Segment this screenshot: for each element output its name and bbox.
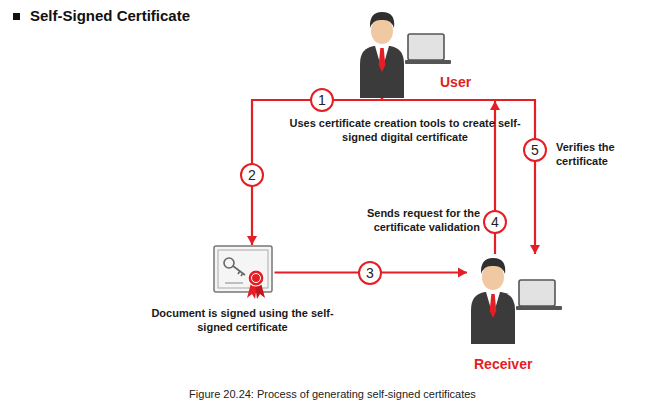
person-icon: [357, 8, 407, 98]
arrow-head: [490, 101, 500, 110]
person-icon: [468, 254, 518, 344]
arrow-head: [458, 268, 467, 278]
laptop-icon: [516, 278, 562, 318]
step-description: Verifies the certificate: [556, 140, 656, 168]
title-heading: Self-Signed Certificate: [30, 7, 190, 24]
arrow-head: [247, 236, 257, 245]
certificate-node: Document is signed using the self-signed…: [140, 240, 347, 352]
role-label: User: [440, 74, 471, 90]
arrow-head: [530, 245, 540, 254]
callout-number: 5: [523, 138, 547, 162]
figure-caption: Figure 20.24: Process of generating self…: [0, 388, 665, 400]
role-label: Receiver: [474, 356, 532, 372]
title-bullet: [13, 13, 20, 20]
person-node: Receiver: [462, 250, 580, 378]
laptop-icon: [405, 32, 451, 72]
callout-number: 4: [483, 210, 507, 234]
person-node: User: [345, 4, 480, 96]
callout-number: 1: [310, 88, 334, 112]
step-description: Uses certificate creation tools to creat…: [285, 116, 525, 144]
callout-number: 2: [240, 163, 264, 187]
step-description: Sends request for the certificate valida…: [330, 206, 480, 234]
node-caption: Document is signed using the self-signed…: [140, 306, 345, 334]
certificate-icon: [213, 245, 273, 300]
callout-number: 3: [358, 261, 382, 285]
